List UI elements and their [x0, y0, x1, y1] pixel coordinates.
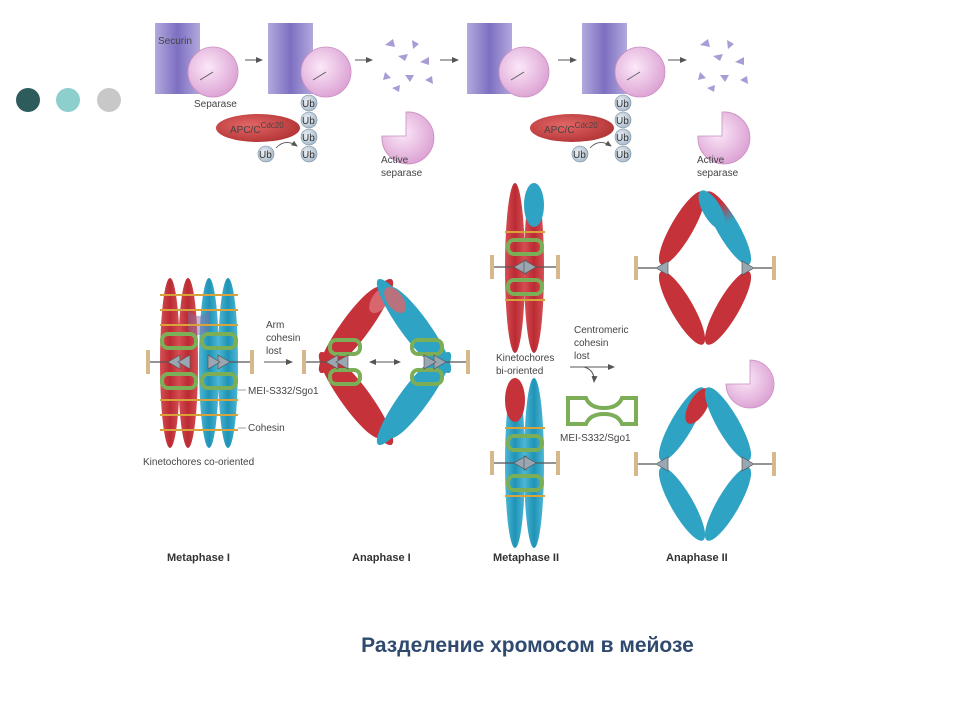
separase-label: Separase [194, 99, 237, 110]
anaphase-2-upper [634, 190, 776, 345]
anaphase-2-lower [634, 387, 776, 541]
apc-label: APC/CCdc20 [544, 121, 598, 136]
active-separase-label: Active [697, 155, 725, 166]
ubiquitin-chain: Ub Ub Ub Ub [614, 94, 632, 163]
arm-cohesin-label-3: lost [266, 346, 282, 357]
active-separase [697, 111, 751, 165]
centromeric-cohesin-label-2: cohesin [574, 338, 608, 349]
svg-text:Ub: Ub [302, 116, 315, 127]
svg-text:Ub: Ub [573, 150, 586, 161]
apc-label: APC/CCdc20 [230, 121, 284, 136]
svg-text:Ub: Ub [302, 99, 315, 110]
cohesin-label: Cohesin [248, 423, 285, 434]
mei-label-2: MEI-S332/Sgo1 [560, 433, 631, 444]
arm-cohesin-label-2: cohesin [266, 333, 300, 344]
stage-metaphase-1: Metaphase I [167, 552, 230, 564]
anaphase-1-chromosomes [302, 278, 470, 446]
svg-text:Ub: Ub [616, 133, 629, 144]
nav-dot-3 [97, 88, 121, 112]
kinetochores-bi-oriented-label: Kinetochores [496, 353, 554, 364]
apc-ellipse [530, 114, 614, 142]
securin-fragments [698, 39, 748, 92]
mei-label: MEI-S332/Sgo1 [248, 386, 319, 397]
stage-anaphase-2: Anaphase II [666, 552, 728, 564]
svg-text:Ub: Ub [259, 150, 272, 161]
svg-text:Ub: Ub [616, 116, 629, 127]
metaphase-1-bivalent [146, 278, 254, 448]
securin-label: Securin [158, 36, 192, 47]
active-separase-anaphase2 [725, 359, 775, 409]
svg-text:Ub: Ub [616, 99, 629, 110]
stage-metaphase-2: Metaphase II [493, 552, 559, 564]
kinetochores-co-oriented-label: Kinetochores co-oriented [143, 457, 254, 468]
centromeric-cohesin-label: Centromeric [574, 325, 628, 336]
centromeric-cohesin-label-3: lost [574, 351, 590, 362]
securin-fragments [383, 39, 433, 92]
apc-ellipse [216, 114, 300, 142]
active-separase-label-2: separase [697, 168, 739, 179]
slide-caption: Разделение хромосом в мейозе [361, 634, 694, 657]
metaphase-2-upper-chromosome [490, 183, 560, 353]
active-separase [381, 111, 435, 165]
released-cohesin [566, 396, 638, 426]
arm-cohesin-label: Arm [266, 320, 284, 331]
nav-dot-2 [56, 88, 80, 112]
ubiquitin-chain: Ub Ub Ub Ub [300, 94, 318, 163]
active-separase-label: Active [381, 155, 409, 166]
ub-free [571, 145, 589, 163]
ub-free [257, 145, 275, 163]
active-separase-label-2: separase [381, 168, 423, 179]
svg-text:Ub: Ub [302, 133, 315, 144]
kinetochores-bi-oriented-label-2: bi-oriented [496, 366, 543, 377]
metaphase-2-lower-chromosome [490, 378, 560, 548]
svg-text:Ub: Ub [302, 150, 315, 161]
stage-anaphase-1: Anaphase I [352, 552, 411, 564]
svg-text:Ub: Ub [616, 150, 629, 161]
nav-dot-1 [16, 88, 40, 112]
